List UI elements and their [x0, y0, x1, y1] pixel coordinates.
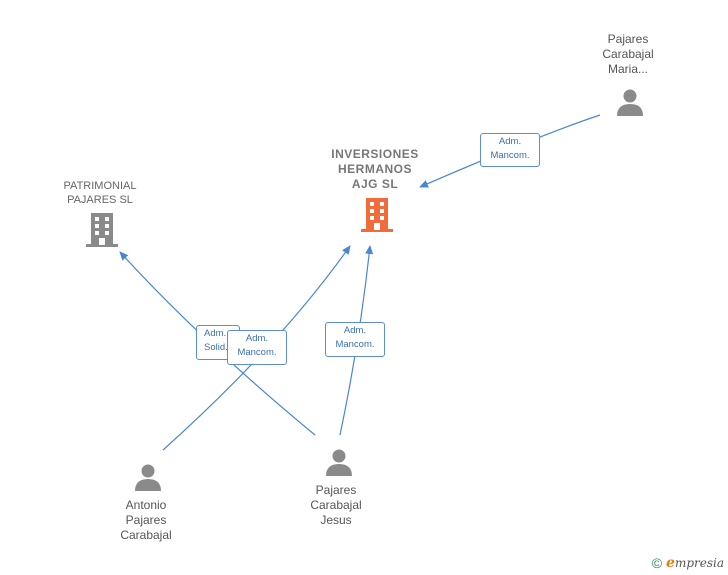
node-name-line: Jesus	[320, 513, 352, 527]
brand-footer: © empresia	[652, 555, 724, 571]
copyright-icon: ©	[651, 555, 663, 571]
node-name-line: Pajares	[125, 513, 167, 527]
edge-label-line: Mancom.	[490, 150, 530, 161]
node-label-jesus[interactable]: Pajares Carabajal Jesus	[296, 483, 376, 528]
edge-label-line: Solid.	[204, 342, 228, 353]
person-icon	[135, 464, 161, 491]
brand-logo: empresia	[666, 555, 724, 571]
node-label-patrimonial[interactable]: PATRIMONIAL PAJARES SL	[50, 179, 150, 207]
edge-label-line: Adm.	[245, 333, 269, 344]
edge-label-antonio-inversiones[interactable]: Adm. Mancom.	[227, 330, 287, 365]
node-name-line: HERMANOS	[337, 162, 412, 176]
edge-label-line: Mancom.	[237, 347, 277, 358]
node-name-line: INVERSIONES	[331, 147, 419, 161]
node-name-line: Maria...	[607, 62, 648, 76]
node-label-maria[interactable]: Pajares Carabajal Maria...	[588, 32, 668, 77]
node-label-antonio[interactable]: Antonio Pajares Carabajal	[106, 498, 186, 543]
edge-label-line: Adm.	[343, 325, 367, 336]
node-name-line: AJG SL	[351, 177, 399, 191]
edge-label-jesus-inversiones[interactable]: Adm. Mancom.	[325, 322, 385, 357]
person-icon	[617, 89, 643, 116]
node-name-line: Pajares	[607, 32, 649, 46]
node-name-line: PATRIMONIAL	[63, 180, 137, 192]
node-name-line: Carabajal	[310, 498, 362, 512]
node-name-line: Antonio	[125, 498, 167, 512]
node-label-inversiones[interactable]: INVERSIONES HERMANOS AJG SL	[325, 147, 425, 192]
node-name-line: Pajares	[315, 483, 357, 497]
edge-label-maria-inversiones[interactable]: Adm. Mancom.	[480, 133, 540, 167]
node-name-line: Carabajal	[120, 528, 172, 542]
building-icon	[86, 213, 118, 247]
node-name-line: PAJARES SL	[67, 194, 133, 206]
brand-name: mpresia	[674, 556, 724, 570]
person-icon	[326, 449, 352, 476]
edge-label-line: Adm.	[204, 328, 227, 339]
edge-label-line: Mancom.	[335, 339, 375, 350]
brand-initial: e	[666, 555, 675, 571]
building-icon	[361, 198, 393, 232]
edge-label-line: Adm.	[498, 136, 522, 147]
node-name-line: Carabajal	[602, 47, 654, 61]
